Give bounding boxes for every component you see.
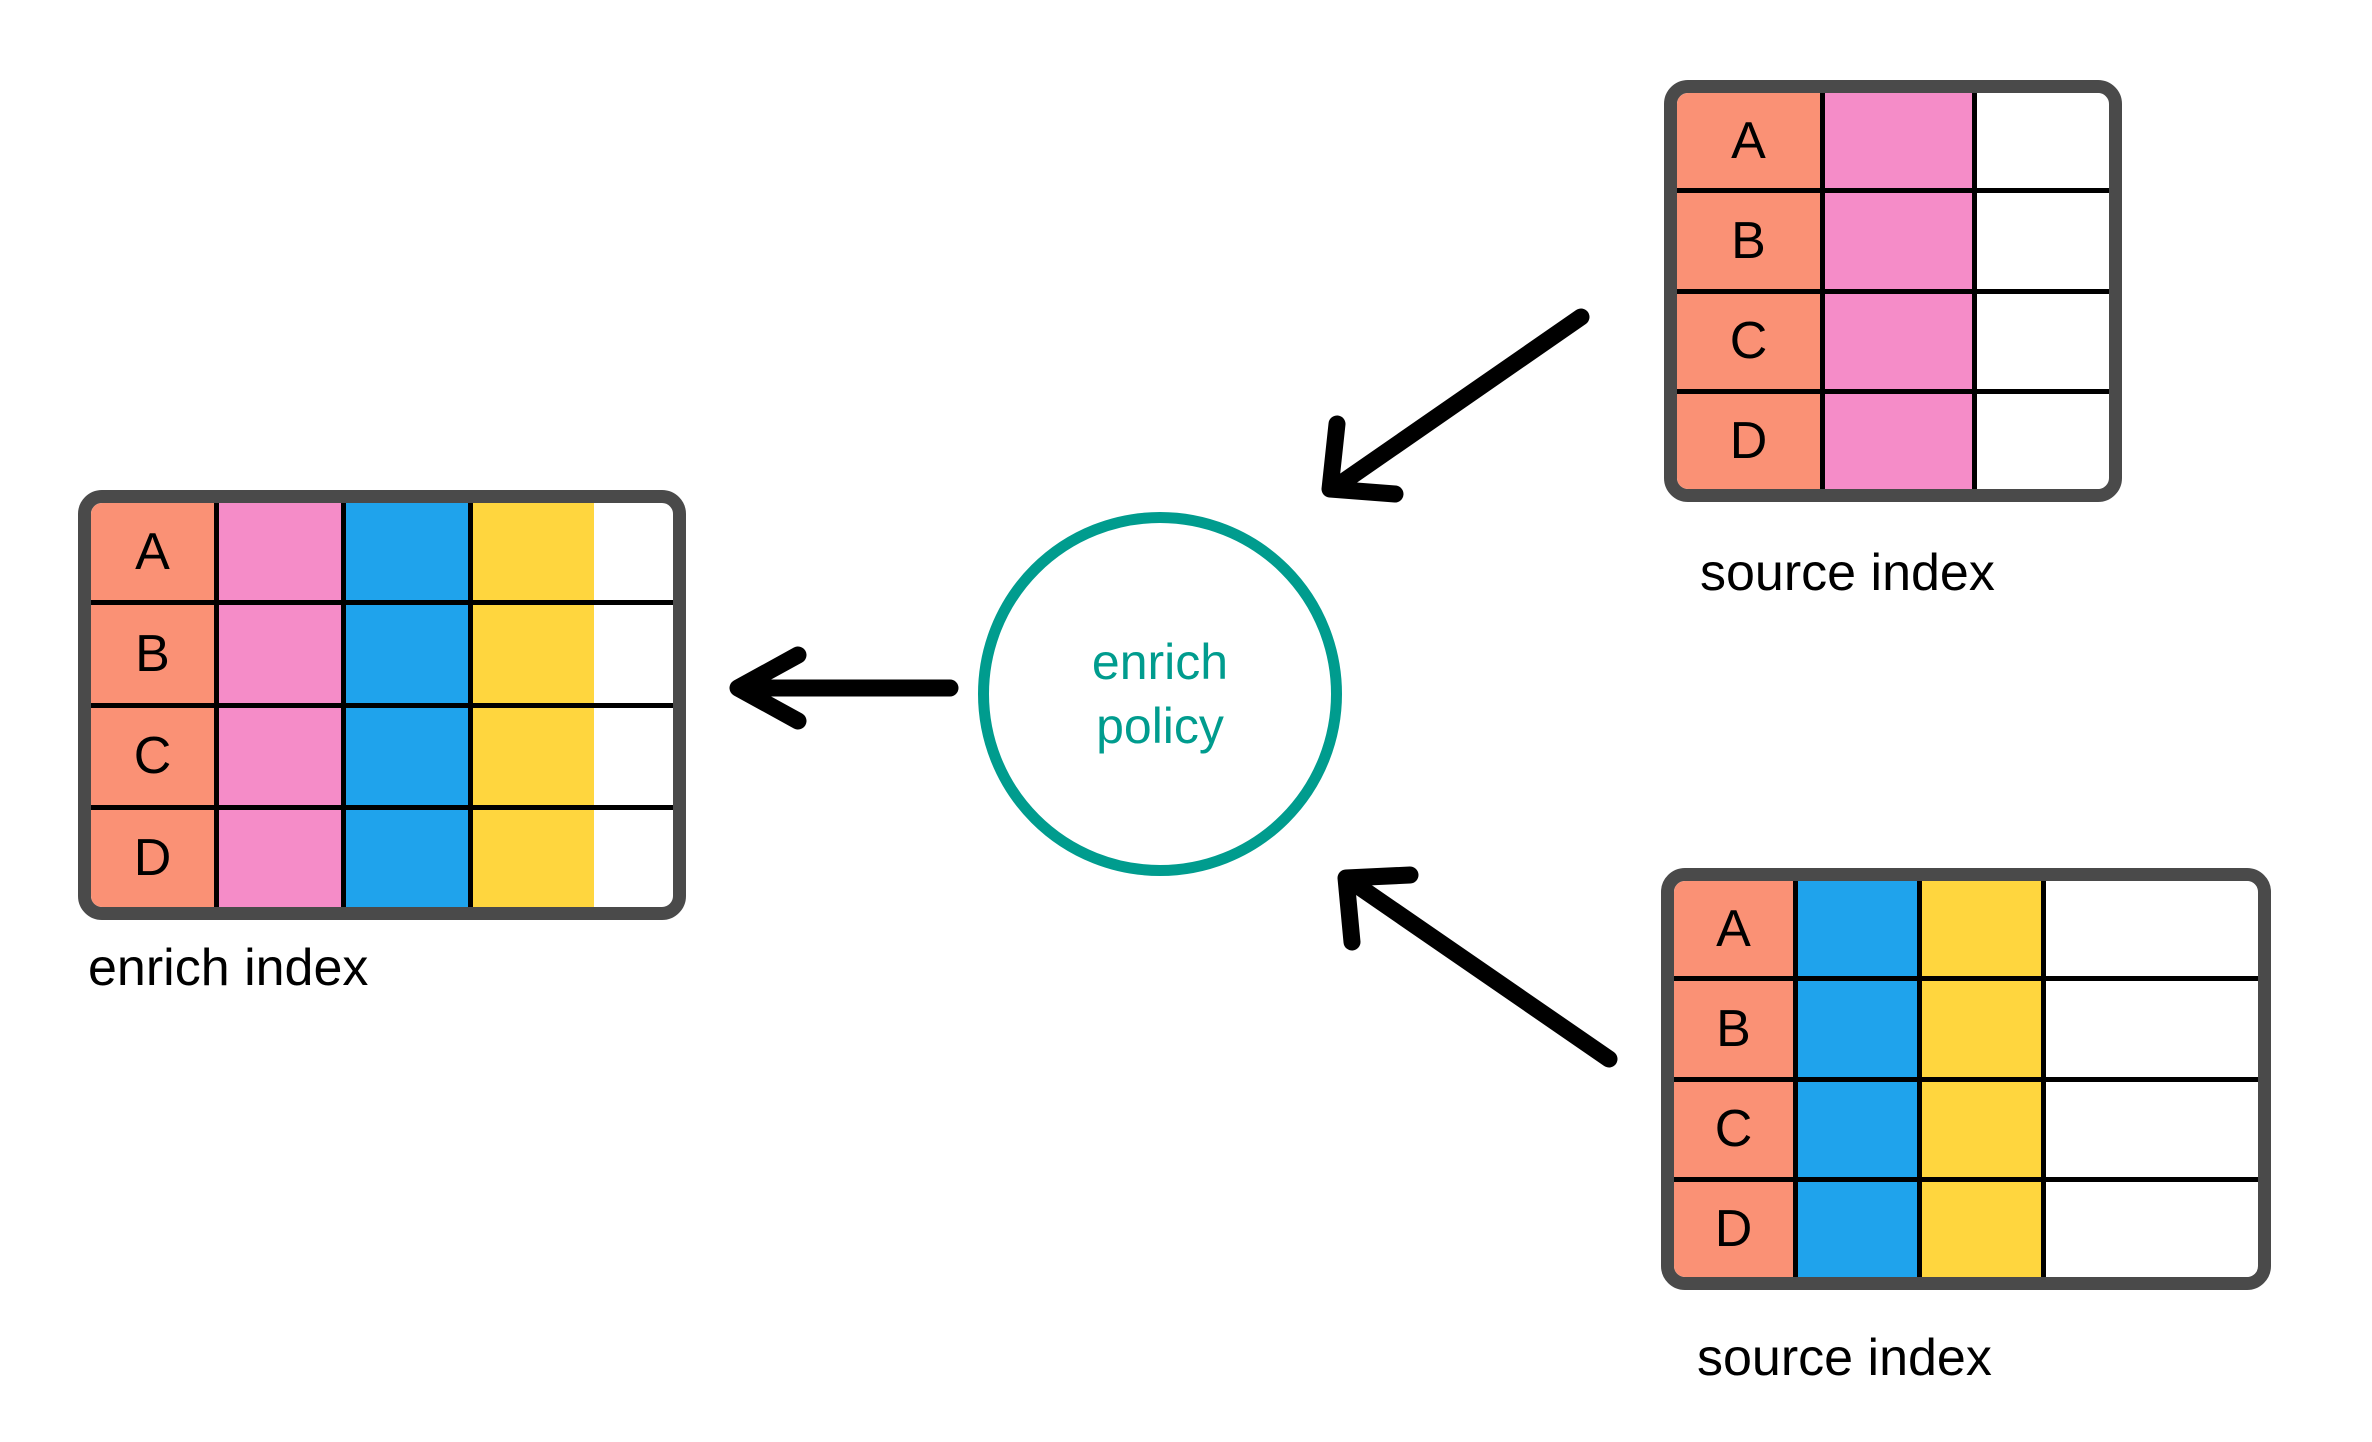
table-cell-blue <box>346 809 473 907</box>
table-cell-key: B <box>91 605 219 703</box>
table-cell-white <box>2046 1081 2257 1177</box>
table-cell-blue <box>1798 881 1922 977</box>
table-cell-blue <box>346 503 473 601</box>
table-cell-white <box>1977 393 2104 489</box>
table-cell-blue <box>346 707 473 805</box>
table-row: D <box>1677 393 2109 489</box>
table-cell-key: B <box>1674 981 1798 1077</box>
table-cell-white <box>1977 93 2104 189</box>
table-cell-yellow <box>1922 1181 2046 1277</box>
table-cell-blue <box>1798 1181 1922 1277</box>
table-cell-white <box>2046 881 2257 977</box>
table-cell-white <box>2046 1181 2257 1277</box>
table-row: C <box>1677 293 2109 394</box>
table-row: C <box>1674 1081 2258 1182</box>
table-cell-pink <box>1825 293 1977 389</box>
arrow-policy-to-enrich-index <box>729 646 959 730</box>
table-cell-white <box>1977 293 2104 389</box>
table-row: A <box>1674 881 2258 982</box>
table-cell-key: B <box>1677 193 1825 289</box>
table-cell-pink <box>219 809 346 907</box>
table-cell-key: D <box>91 809 219 907</box>
table-cell-blue <box>1798 1081 1922 1177</box>
table-row: D <box>1674 1181 2258 1277</box>
table-cell-key: D <box>1674 1181 1798 1277</box>
arrow-source-top-to-policy <box>1321 308 1590 503</box>
table-cell-white <box>2046 981 2257 1077</box>
table-cell-pink <box>219 605 346 703</box>
table-cell-key: A <box>1677 93 1825 189</box>
table-cell-pink <box>1825 93 1977 189</box>
enrich-policy-label-line1: enrich <box>1091 634 1229 690</box>
table-row: D <box>91 809 673 907</box>
table-cell-yellow <box>1922 981 2046 1077</box>
table-cell-yellow <box>473 707 594 805</box>
table-cell-blue <box>1798 981 1922 1077</box>
source-index-top-caption: source index <box>1700 544 1995 602</box>
table-cell-pink <box>219 503 346 601</box>
table-cell-yellow <box>1922 1081 2046 1177</box>
table-row: B <box>91 605 673 708</box>
table-cell-key: C <box>1677 293 1825 389</box>
table-cell-pink <box>1825 393 1977 489</box>
table-row: A <box>1677 93 2109 194</box>
arrow-source-bottom-to-policy <box>1337 866 1618 1068</box>
table-row: A <box>91 503 673 606</box>
table-cell-white <box>1977 193 2104 289</box>
enrich-policy-node[interactable]: enrich policy <box>978 512 1342 876</box>
table-row: C <box>91 707 673 810</box>
enrich-policy-label-line2: policy <box>1096 698 1224 754</box>
table-cell-yellow <box>473 605 594 703</box>
table-cell-key: C <box>1674 1081 1798 1177</box>
table-cell-pink <box>219 707 346 805</box>
table-row: B <box>1674 981 2258 1082</box>
table-cell-key: C <box>91 707 219 805</box>
table-cell-yellow <box>473 809 594 907</box>
table-cell-blue <box>346 605 473 703</box>
table-row: B <box>1677 193 2109 294</box>
source-index-bottom-caption: source index <box>1697 1329 1992 1387</box>
table-cell-yellow <box>1922 881 2046 977</box>
table-cell-yellow <box>473 503 594 601</box>
enrich-index-caption: enrich index <box>88 939 369 997</box>
table-cell-key: D <box>1677 393 1825 489</box>
table-cell-pink <box>1825 193 1977 289</box>
table-cell-key: A <box>91 503 219 601</box>
table-cell-key: A <box>1674 881 1798 977</box>
